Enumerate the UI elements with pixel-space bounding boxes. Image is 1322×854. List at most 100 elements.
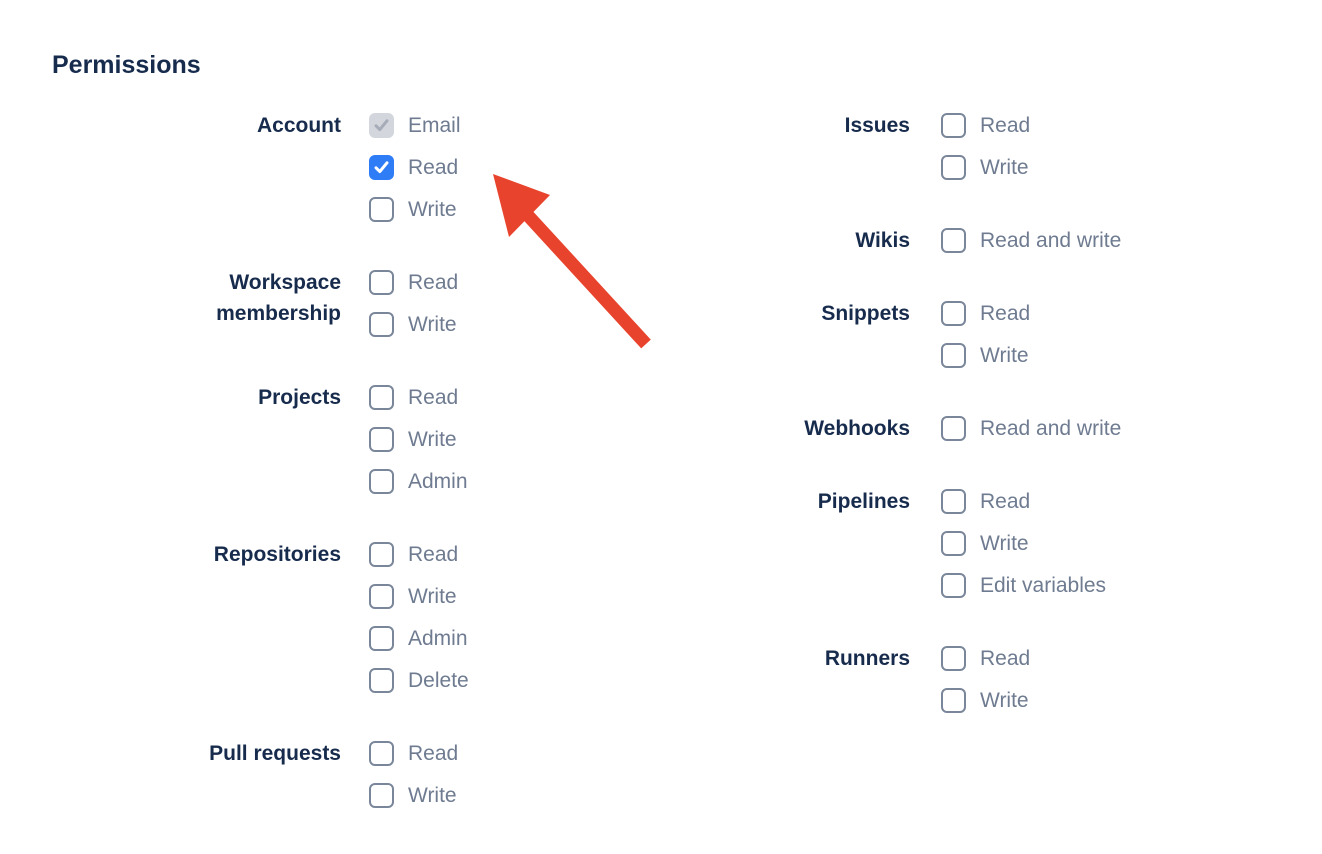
checkbox-label: Admin (408, 627, 468, 650)
checkbox-label: Write (980, 689, 1029, 712)
workspace-membership-write-checkbox[interactable] (369, 312, 394, 337)
group-label-webhooks: Webhooks (804, 417, 910, 440)
checkbox-label: Read (408, 156, 459, 179)
checkbox-row-repositories-admin[interactable]: Admin (369, 624, 469, 666)
checkbox-label: Write (980, 532, 1029, 555)
checkbox-row-pipelines-write[interactable]: Write (941, 529, 1106, 571)
group-label-repositories: Repositories (213, 543, 341, 566)
checkbox-row-pull-requests-read[interactable]: Read (369, 739, 458, 781)
workspace-membership-read-checkbox[interactable] (369, 270, 394, 295)
checkbox-label: Admin (408, 470, 468, 493)
pull-requests-write-checkbox[interactable] (369, 783, 394, 808)
pipelines-edit-variables-checkbox[interactable] (941, 573, 966, 598)
permission-group-webhooks: Webhooks Read and write (720, 414, 1121, 456)
account-read-checkbox[interactable] (369, 155, 394, 180)
group-label-pull-requests: Pull requests (209, 742, 341, 765)
checkbox-label: Read (408, 271, 459, 294)
webhooks-read-and-write-checkbox[interactable] (941, 416, 966, 441)
checkbox-row-pipelines-read[interactable]: Read (941, 487, 1106, 529)
checkbox-row-wikis-read-and-write[interactable]: Read and write (941, 226, 1121, 268)
checkbox-row-issues-write[interactable]: Write (941, 153, 1030, 195)
checkmark-icon (374, 119, 389, 132)
pipelines-read-checkbox[interactable] (941, 489, 966, 514)
group-label-wikis: Wikis (855, 229, 910, 252)
checkmark-icon (374, 161, 389, 174)
checkbox-label: Read (980, 114, 1031, 137)
checkbox-label: Write (408, 198, 457, 221)
checkbox-row-projects-read[interactable]: Read (369, 383, 468, 425)
checkbox-label: Read (980, 647, 1031, 670)
option-list: Read and write (941, 414, 1121, 456)
checkbox-row-repositories-write[interactable]: Write (369, 582, 469, 624)
runners-read-checkbox[interactable] (941, 646, 966, 671)
checkbox-label: Read (980, 302, 1031, 325)
checkbox-row-account-email: Email (369, 111, 461, 153)
checkbox-row-projects-write[interactable]: Write (369, 425, 468, 467)
checkbox-row-runners-write[interactable]: Write (941, 686, 1030, 728)
checkbox-row-issues-read[interactable]: Read (941, 111, 1030, 153)
snippets-write-checkbox[interactable] (941, 343, 966, 368)
pipelines-write-checkbox[interactable] (941, 531, 966, 556)
checkbox-label: Write (980, 156, 1029, 179)
snippets-read-checkbox[interactable] (941, 301, 966, 326)
issues-write-checkbox[interactable] (941, 155, 966, 180)
group-label-snippets: Snippets (821, 302, 910, 325)
group-label-projects: Projects (258, 386, 341, 409)
checkbox-row-account-read[interactable]: Read (369, 153, 461, 195)
checkbox-row-pipelines-edit-variables[interactable]: Edit variables (941, 571, 1106, 613)
checkbox-label: Write (980, 344, 1029, 367)
checkbox-row-repositories-delete[interactable]: Delete (369, 666, 469, 708)
checkbox-row-repositories-read[interactable]: Read (369, 540, 469, 582)
checkbox-row-webhooks-read-and-write[interactable]: Read and write (941, 414, 1121, 456)
checkbox-label: Edit variables (980, 574, 1107, 597)
projects-admin-checkbox[interactable] (369, 469, 394, 494)
issues-read-checkbox[interactable] (941, 113, 966, 138)
checkbox-row-snippets-read[interactable]: Read (941, 299, 1030, 341)
checkbox-label: Write (408, 784, 457, 807)
checkbox-label: Write (408, 313, 457, 336)
group-label-workspace-membership: Workspace membership (216, 271, 341, 325)
checkbox-row-workspace-membership-write[interactable]: Write (369, 310, 458, 352)
repositories-write-checkbox[interactable] (369, 584, 394, 609)
checkbox-label: Read (408, 543, 459, 566)
repositories-read-checkbox[interactable] (369, 542, 394, 567)
group-label-runners: Runners (824, 647, 910, 670)
checkbox-row-runners-read[interactable]: Read (941, 644, 1030, 686)
repositories-delete-checkbox[interactable] (369, 668, 394, 693)
checkbox-row-projects-admin[interactable]: Admin (369, 467, 468, 509)
projects-write-checkbox[interactable] (369, 427, 394, 452)
checkbox-label: Read (980, 490, 1031, 513)
repositories-admin-checkbox[interactable] (369, 626, 394, 651)
account-email-checkbox (369, 113, 394, 138)
checkbox-row-snippets-write[interactable]: Write (941, 341, 1030, 383)
wikis-read-and-write-checkbox[interactable] (941, 228, 966, 253)
checkbox-label: Read and write (980, 417, 1122, 440)
runners-write-checkbox[interactable] (941, 688, 966, 713)
checkbox-row-pull-requests-write[interactable]: Write (369, 781, 458, 823)
checkbox-row-workspace-membership-read[interactable]: Read (369, 268, 458, 310)
option-list: Read and write (941, 226, 1121, 268)
group-label-pipelines: Pipelines (817, 490, 910, 513)
account-write-checkbox[interactable] (369, 197, 394, 222)
pull-requests-read-checkbox[interactable] (369, 741, 394, 766)
checkbox-row-account-write[interactable]: Write (369, 195, 461, 237)
projects-read-checkbox[interactable] (369, 385, 394, 410)
checkbox-label: Read (408, 742, 459, 765)
